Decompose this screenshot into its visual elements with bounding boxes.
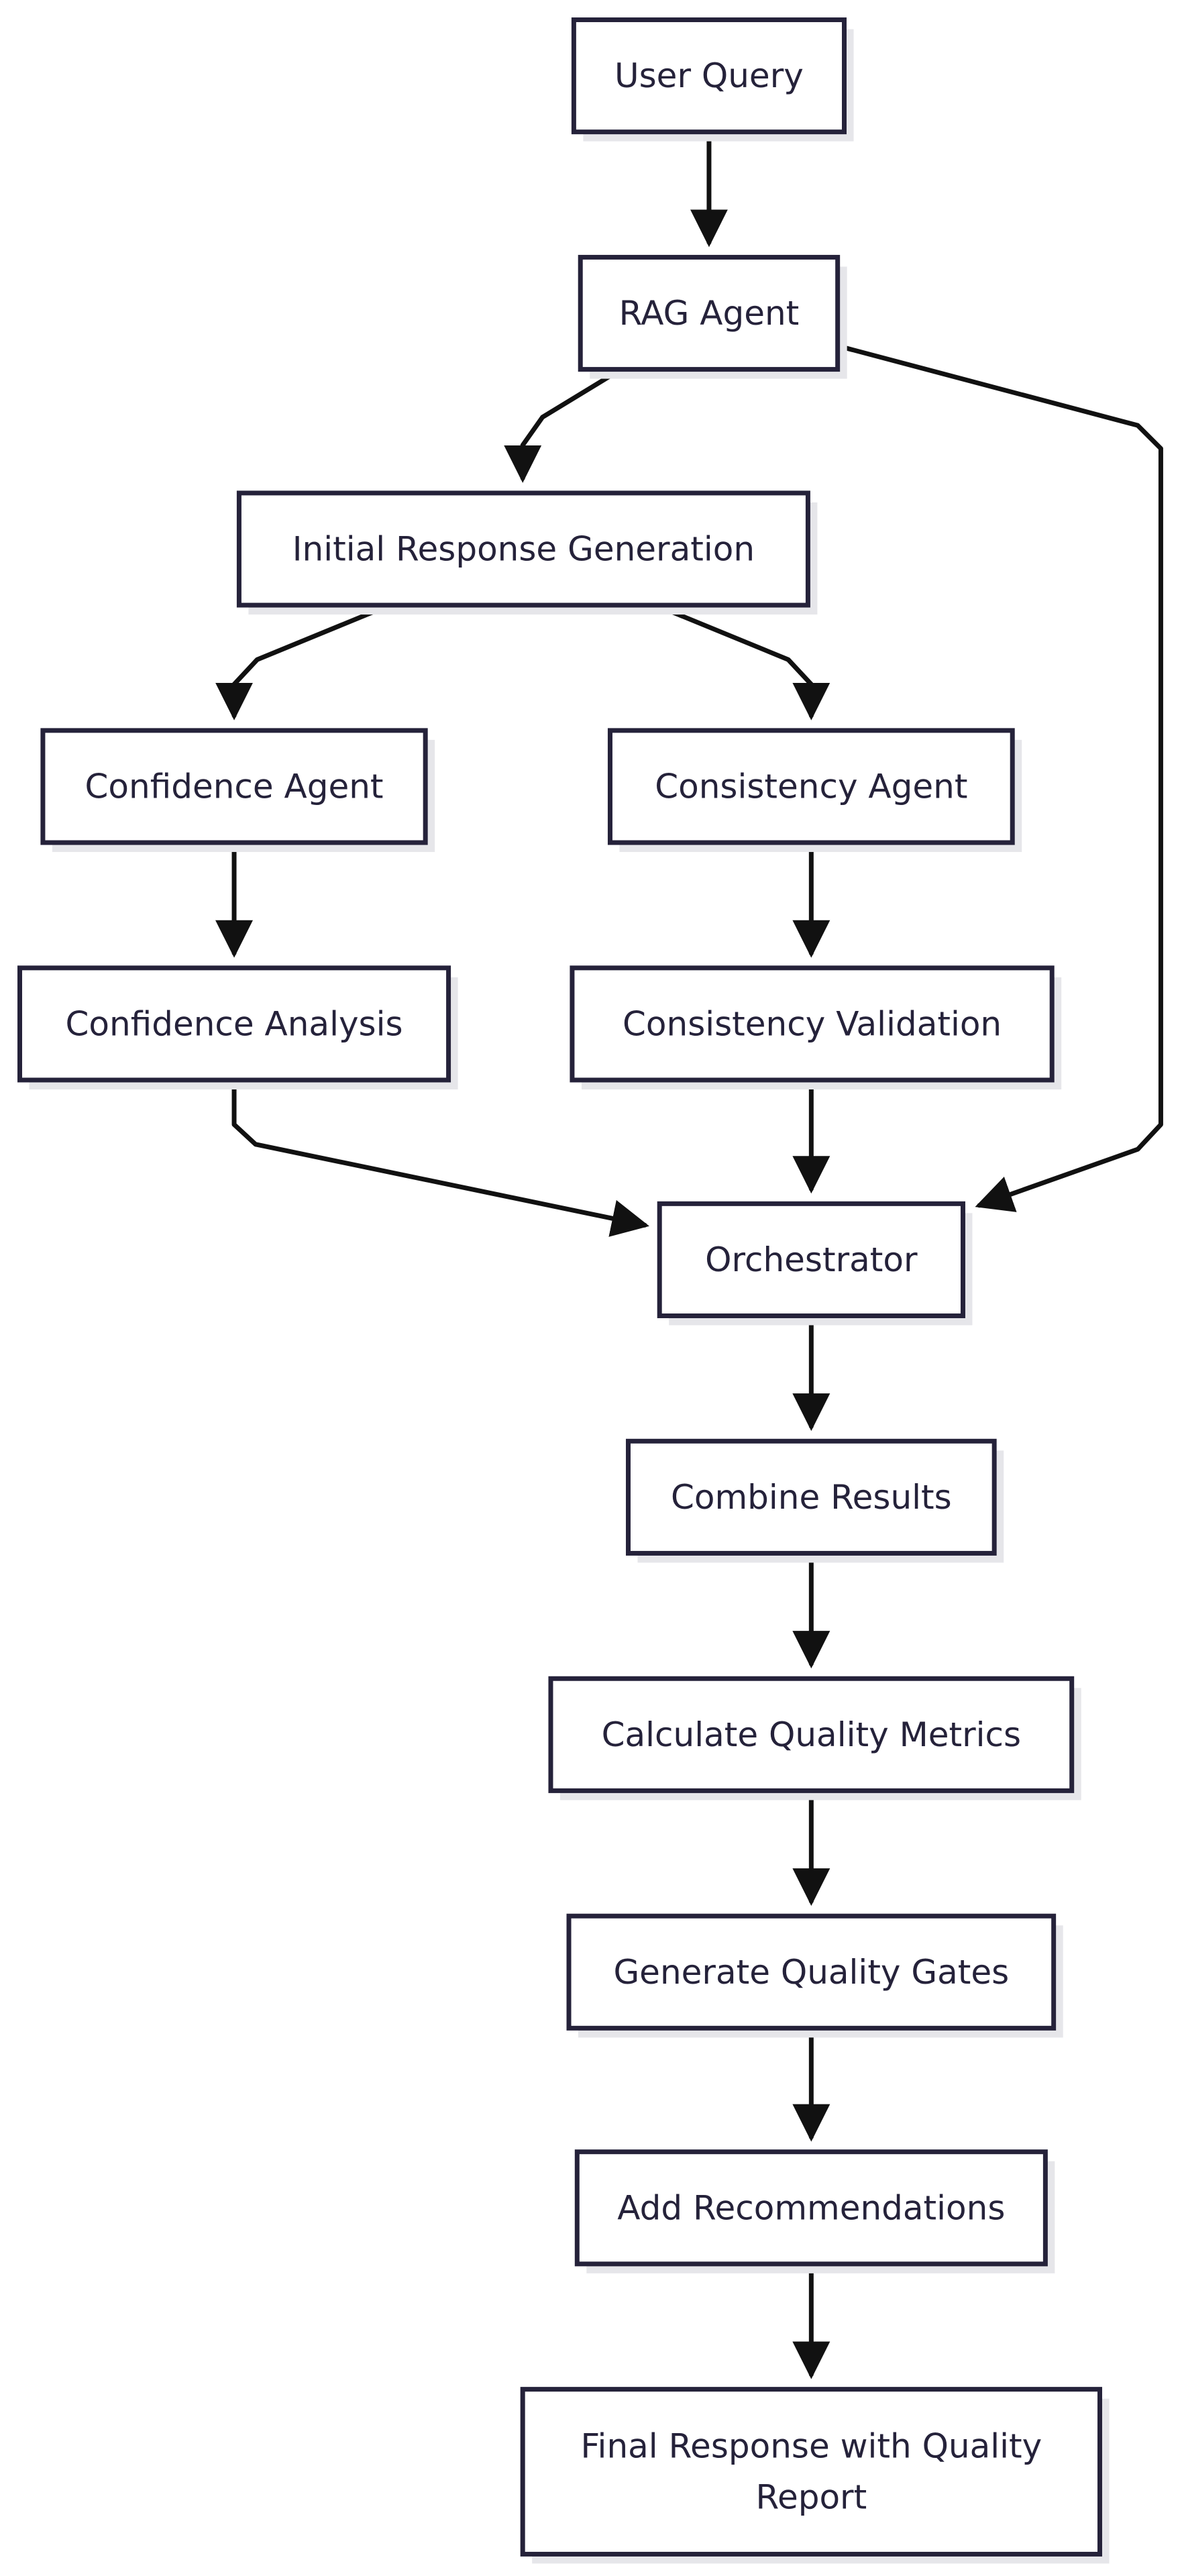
node-label: Confidence Analysis: [66, 1004, 403, 1043]
node-box: [548, 1676, 1075, 1793]
node-box: [607, 728, 1015, 845]
node-label: Initial Response Generation: [292, 530, 755, 569]
node-label: Orchestrator: [705, 1240, 918, 1279]
node-consistency-agent: Consistency Agent: [607, 728, 1022, 853]
node-confidence-analysis: Confidence Analysis: [17, 965, 458, 1089]
node-calculate-metrics: Calculate Quality Metrics: [548, 1676, 1081, 1801]
node-box: [520, 2387, 1102, 2557]
node-rag-agent: RAG Agent: [578, 254, 847, 379]
node-box: [571, 17, 847, 135]
node-label: Generate Quality Gates: [613, 1953, 1009, 1992]
node-label: Combine Results: [671, 1478, 952, 1517]
node-box: [17, 965, 451, 1083]
node-user-query: User Query: [571, 17, 854, 142]
node-label: Final Response with Quality: [580, 2427, 1042, 2466]
node-label: Consistency Validation: [623, 1004, 1002, 1043]
node-quality-gates: Generate Quality Gates: [566, 1913, 1063, 2038]
node-box: [40, 728, 428, 845]
node-box: [625, 1438, 997, 1556]
node-label: Calculate Quality Metrics: [602, 1715, 1021, 1754]
edges-layer: [215, 129, 1163, 2379]
node-box: [578, 254, 841, 372]
node-label: Consistency Agent: [655, 767, 967, 806]
node-label: Report: [755, 2478, 867, 2517]
node-confidence-agent: Confidence Agent: [40, 728, 435, 853]
node-label: Confidence Agent: [85, 767, 384, 806]
node-label: User Query: [614, 56, 804, 95]
node-consistency-validation: Consistency Validation: [570, 965, 1062, 1089]
edge-rag-agent-to-orchestrator: [837, 343, 1163, 1212]
node-recommendations: Add Recommendations: [574, 2149, 1055, 2273]
node-box: [236, 490, 810, 608]
edge-initial-response-to-consistency-agent: [657, 604, 830, 720]
node-label: RAG Agent: [619, 294, 800, 333]
node-box: [566, 1913, 1057, 2031]
edge-rag-agent-to-initial-response: [504, 368, 621, 483]
node-combine-results: Combine Results: [625, 1438, 1004, 1563]
edge-initial-response-to-confidence-agent: [215, 604, 388, 720]
node-box: [574, 2149, 1048, 2267]
node-initial-response: Initial Response Generation: [236, 490, 818, 615]
edge-confidence-analysis-to-orchestrator: [231, 1079, 649, 1237]
node-label: Add Recommendations: [617, 2188, 1005, 2227]
node-box: [570, 965, 1055, 1083]
node-orchestrator: Orchestrator: [657, 1201, 973, 1326]
node-box: [657, 1201, 965, 1318]
